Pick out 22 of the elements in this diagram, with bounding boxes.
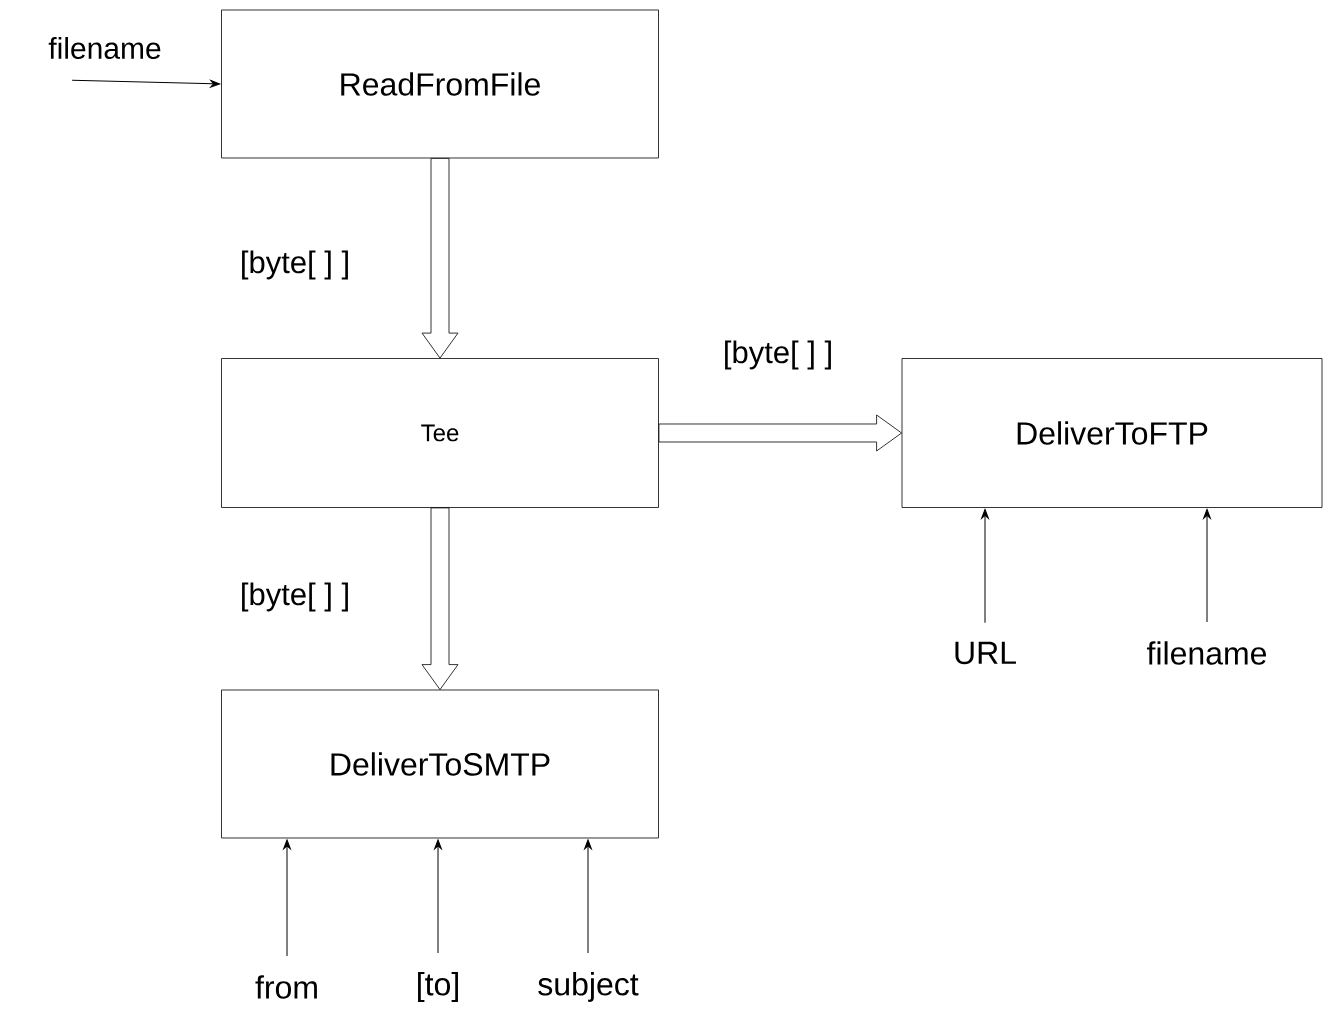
block-arrow — [421, 158, 459, 359]
block-arrow — [658, 414, 902, 452]
input-label: filename — [1147, 641, 1267, 665]
arrow — [434, 839, 442, 954]
arrow — [283, 839, 291, 957]
input-label: from — [255, 975, 317, 999]
input-label: filename — [48, 37, 161, 59]
arrow — [71, 79, 221, 88]
process-box: Tee — [221, 358, 659, 508]
process-box: DeliverToFTP — [901, 358, 1323, 508]
edge-label: [byte[ ] ] — [238, 249, 352, 281]
arrow — [1203, 508, 1211, 623]
block-arrow — [421, 507, 459, 690]
arrow — [981, 508, 989, 624]
process-box: ReadFromFile — [221, 9, 659, 159]
edge-label: [byte[ ] ] — [238, 581, 352, 613]
arrow — [584, 839, 592, 954]
input-label: URL — [955, 641, 1016, 665]
edge-label: [byte[ ] ] — [721, 339, 835, 371]
input-label: [to] — [418, 972, 458, 1002]
process-box: DeliverToSMTP — [221, 689, 659, 839]
input-label: subject — [538, 972, 639, 1002]
